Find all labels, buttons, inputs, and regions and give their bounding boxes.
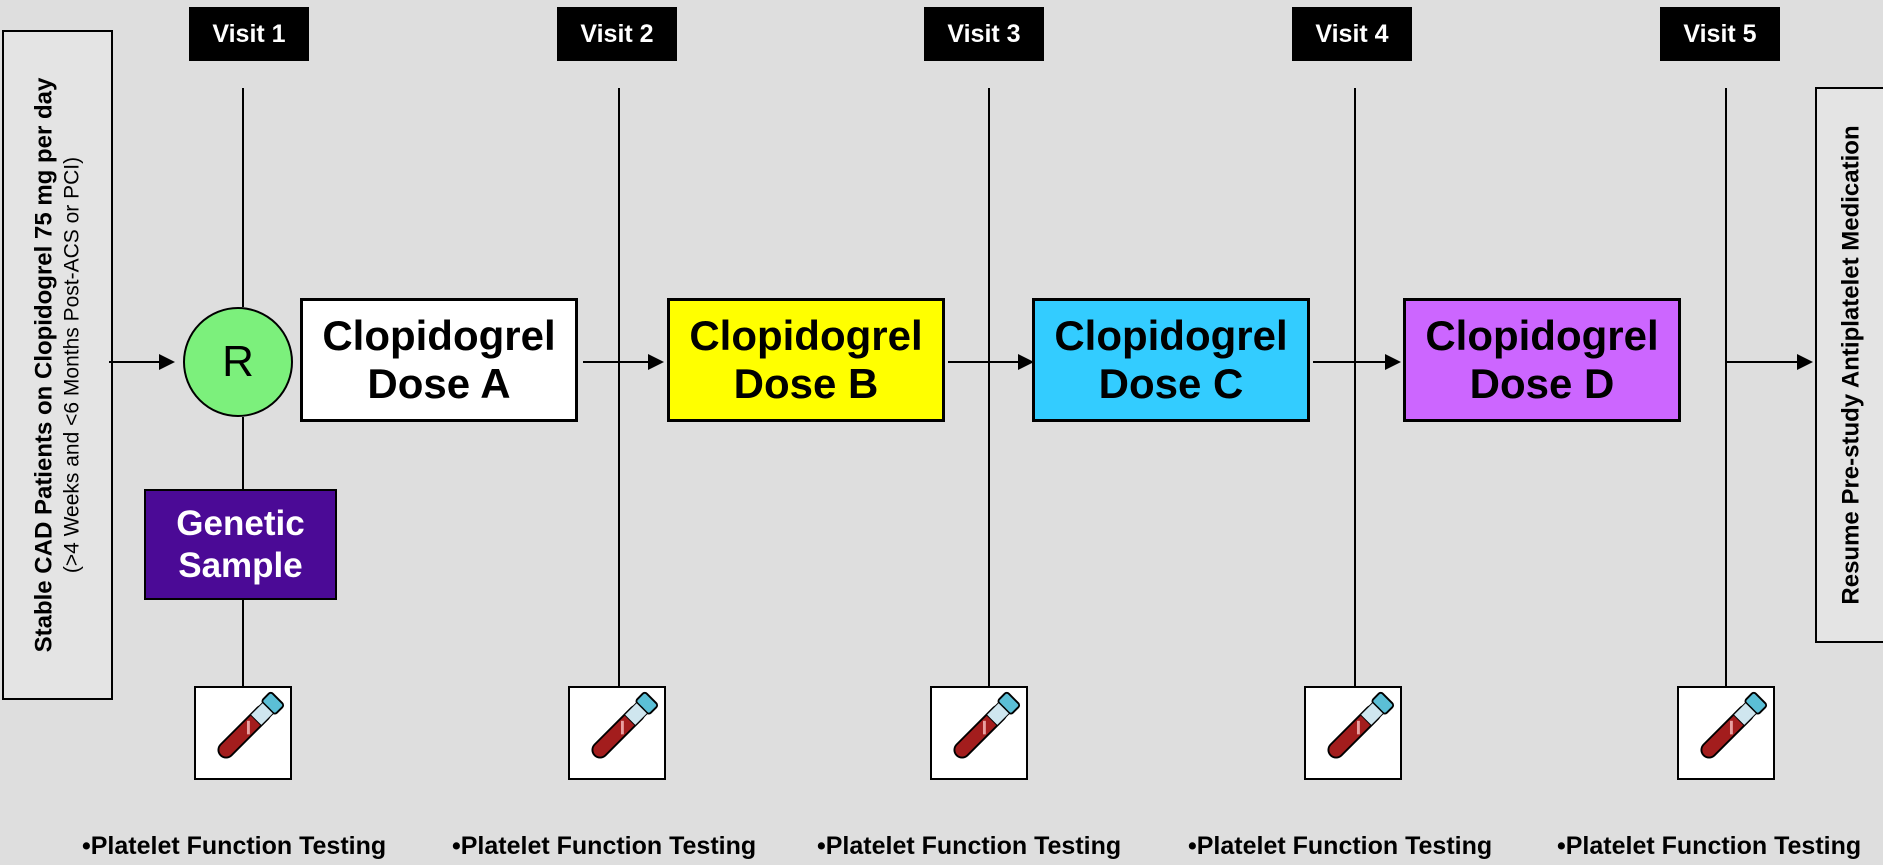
arrow-dose-a-to-b — [583, 361, 658, 363]
visit-2-label: Visit 2 — [557, 7, 677, 61]
dose-a-line2: Dose A — [367, 360, 511, 407]
resume-medication-text: Resume Pre-study Antiplatelet Medication — [1838, 125, 1866, 605]
visit-5-label: Visit 5 — [1660, 7, 1780, 61]
visit-4-line — [1354, 88, 1356, 686]
dose-d-line2: Dose D — [1469, 360, 1615, 407]
patient-population-subtitle: (>4 Weeks and <6 Months Post-ACS or PCI) — [60, 156, 84, 574]
arrow-to-randomization — [109, 361, 169, 363]
platelet-function-testing-label: •Platelet Function Testing — [1557, 832, 1862, 860]
resume-medication-box: Resume Pre-study Antiplatelet Medication — [1815, 87, 1883, 643]
arrowhead-icon — [1797, 354, 1813, 370]
dose-c-line1: Clopidogrel — [1054, 312, 1288, 359]
dose-b-box: Clopidogrel Dose B — [667, 298, 945, 422]
dose-a-box: Clopidogrel Dose A — [300, 298, 578, 422]
genetic-sample-line1: Genetic — [176, 503, 305, 543]
blood-tube-icon — [930, 686, 1028, 780]
dose-a-line1: Clopidogrel — [322, 312, 556, 359]
dose-c-box: Clopidogrel Dose C — [1032, 298, 1310, 422]
platelet-function-testing-label: •Platelet Function Testing — [817, 832, 1122, 860]
randomization-label: R — [222, 337, 254, 386]
dose-c-line2: Dose C — [1098, 360, 1244, 407]
dose-b-line1: Clopidogrel — [689, 312, 923, 359]
dose-d-box: Clopidogrel Dose D — [1403, 298, 1681, 422]
arrowhead-icon — [1018, 354, 1034, 370]
arrowhead-icon — [648, 354, 664, 370]
dose-b-line2: Dose B — [733, 360, 879, 407]
visit-3-line — [988, 88, 990, 686]
randomization-circle: R — [183, 307, 293, 417]
platelet-function-testing-label: •Platelet Function Testing — [82, 832, 387, 860]
patient-population-text: Stable CAD Patients on Clopidogrel 75 mg… — [31, 78, 85, 653]
patient-population-title: Stable CAD Patients on Clopidogrel 75 mg… — [30, 77, 58, 653]
arrow-to-resume — [1726, 361, 1806, 363]
arrow-dose-b-to-c — [948, 361, 1028, 363]
blood-tube-icon — [194, 686, 292, 780]
arrowhead-icon — [1385, 354, 1401, 370]
visit-1-line-mid — [242, 417, 244, 489]
blood-tube-icon — [1677, 686, 1775, 780]
visit-1-line-top — [242, 88, 244, 307]
dose-d-line1: Clopidogrel — [1425, 312, 1659, 359]
genetic-sample-line2: Sample — [178, 545, 303, 585]
visit-1-label: Visit 1 — [189, 7, 309, 61]
blood-tube-icon — [1304, 686, 1402, 780]
platelet-function-testing-label: •Platelet Function Testing — [452, 832, 757, 860]
genetic-sample-box: Genetic Sample — [144, 489, 337, 600]
platelet-function-testing-label: •Platelet Function Testing — [1188, 832, 1493, 860]
visit-3-label: Visit 3 — [924, 7, 1044, 61]
visit-5-line — [1725, 88, 1727, 686]
patient-population-box: Stable CAD Patients on Clopidogrel 75 mg… — [2, 30, 113, 700]
arrowhead-icon — [159, 354, 175, 370]
arrow-dose-c-to-d — [1313, 361, 1393, 363]
blood-tube-icon — [568, 686, 666, 780]
visit-1-line-bottom — [242, 600, 244, 686]
visit-4-label: Visit 4 — [1292, 7, 1412, 61]
visit-2-line — [618, 88, 620, 686]
